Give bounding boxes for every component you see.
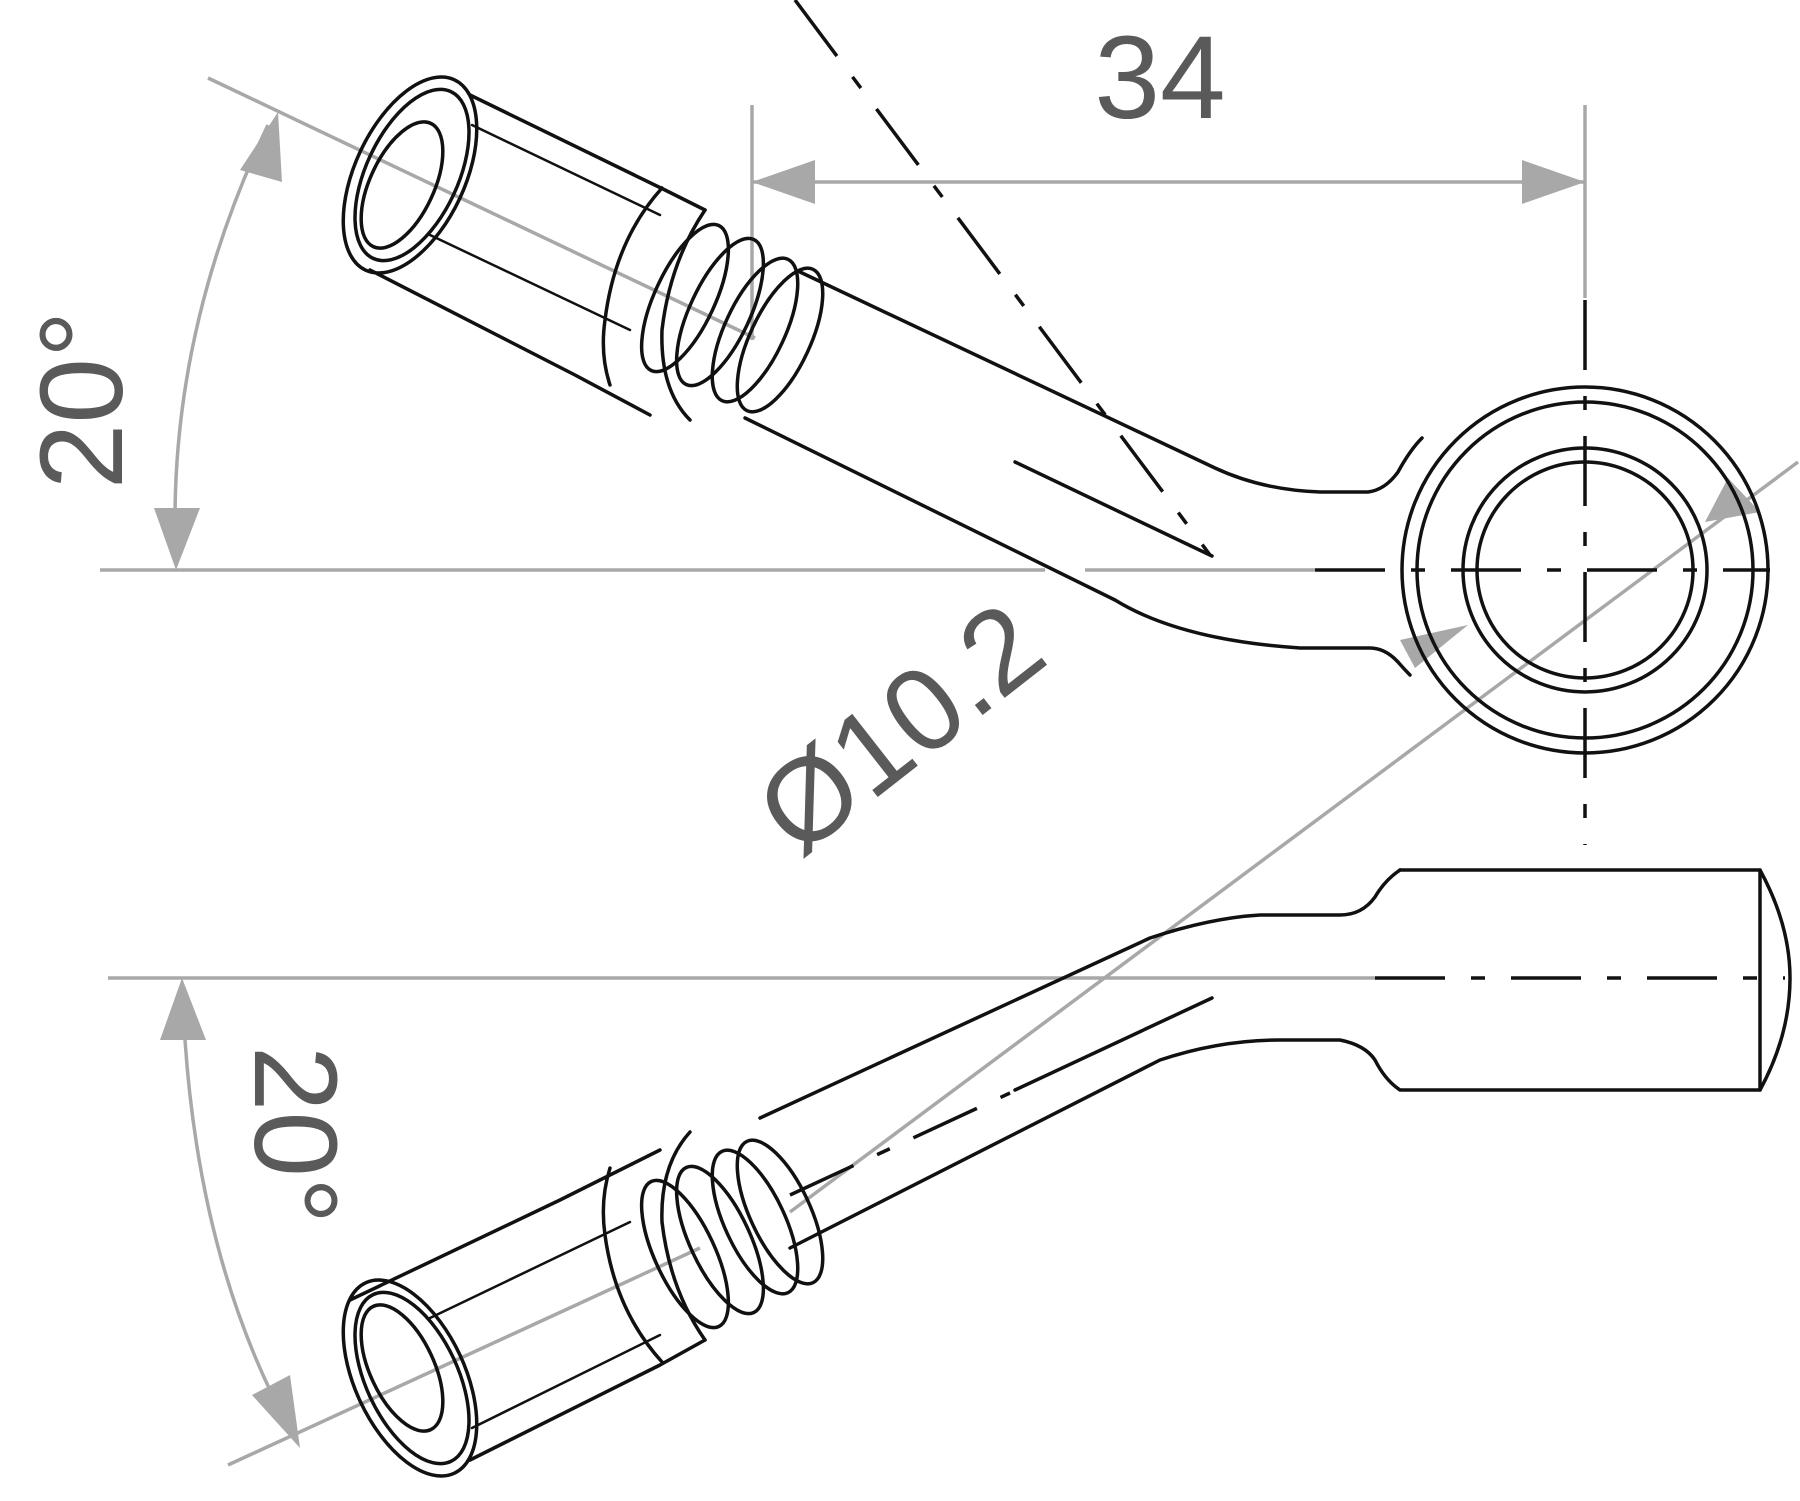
banjo-side-block-top <box>758 868 1402 1120</box>
top-angle-arrow-upper <box>240 112 282 182</box>
top-nut-upper-edge <box>468 93 707 212</box>
top-nut-end-face-outer <box>341 75 479 275</box>
top-nut-step-face <box>660 208 707 422</box>
top-nut-end-face-mid <box>353 87 471 263</box>
dim-34-arrow-right <box>1522 160 1585 204</box>
bottom-collar-ring-3 <box>674 1164 766 1316</box>
top-collar-ring-3 <box>674 236 766 388</box>
top-collar-ring-1 <box>735 266 825 414</box>
bottom-nut-bore <box>359 1303 445 1433</box>
bottom-nut-end-face-mid <box>353 1290 471 1466</box>
top-nut-back-face <box>601 186 664 387</box>
top-angle-arc <box>173 124 270 521</box>
top-nut-bore <box>359 120 445 250</box>
bottom-nut-back-face <box>601 1166 664 1364</box>
bottom-view <box>341 868 1792 1478</box>
bottom-angle-axis-line <box>227 1246 701 1467</box>
bottom-nut-facet-1 <box>428 1220 632 1320</box>
bottom-collar-ring-2 <box>710 1148 800 1296</box>
bottom-angle-arc <box>183 1039 287 1421</box>
top-tube-upper-edge <box>798 270 1424 494</box>
bottom-collar-ring-1 <box>735 1138 825 1286</box>
top-nut-facet-2 <box>428 233 632 332</box>
bottom-angle-label: 20° <box>229 1046 361 1224</box>
bottom-nut-end-face-outer <box>341 1278 479 1478</box>
top-tube-centerline-solid <box>1013 460 1214 558</box>
diameter-leader-line <box>788 460 1800 1214</box>
top-nut-lower-edge <box>368 268 652 417</box>
top-collar-ring-2 <box>710 256 800 404</box>
bottom-tube-centerline-dash <box>789 1091 1011 1197</box>
bottom-collar-ring-4 <box>639 1178 731 1330</box>
bottom-nut-facet-2 <box>470 1333 662 1430</box>
bottom-tube-centerline <box>1013 996 1214 1092</box>
top-tube-lower-edge <box>743 416 1412 677</box>
top-tube-centerline <box>793 0 1212 557</box>
top-angle-label: 20° <box>16 311 148 489</box>
bottom-nut-upper-edge <box>348 1148 662 1302</box>
diameter-label: Ø10.2 <box>733 578 1068 880</box>
top-angle-axis-line <box>207 76 756 340</box>
top-nut-facet-1 <box>470 123 662 217</box>
dimension-layer <box>100 76 1800 1467</box>
top-view <box>341 0 1770 845</box>
bottom-nut-lower-edge <box>468 1338 707 1462</box>
dim-34-label: 34 <box>1094 12 1225 144</box>
top-collar-ring-4 <box>639 222 731 374</box>
banjo-side-block <box>788 868 1792 1250</box>
top-angle-arrow-lower <box>154 508 200 570</box>
bottom-nut-step-face <box>660 1130 707 1342</box>
bottom-angle-arrow-upper <box>160 978 206 1040</box>
dim-34-arrow-left <box>752 160 815 204</box>
diameter-arrow-outer <box>1705 478 1760 522</box>
bottom-angle-arrow-lower <box>252 1375 300 1448</box>
